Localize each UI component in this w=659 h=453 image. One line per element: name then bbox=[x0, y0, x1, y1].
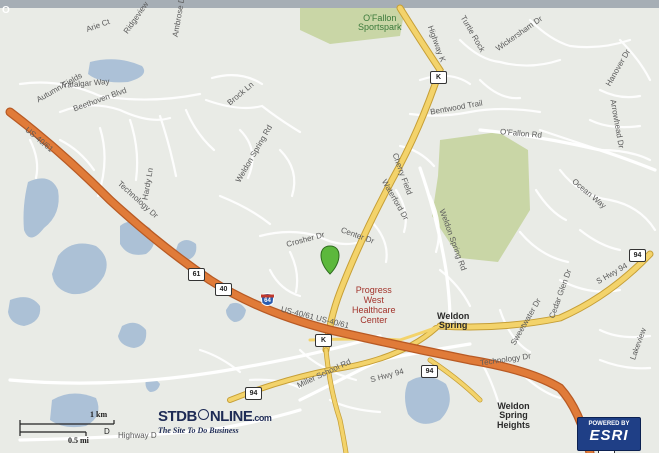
weldon-spring-heights-label-line2: Spring bbox=[499, 410, 528, 421]
route-40-shield: 40 bbox=[215, 283, 232, 296]
weldon-spring-label-line2: Spring bbox=[438, 320, 468, 331]
sportspark-label-line2: Sportspark bbox=[358, 22, 402, 33]
hospital-label-line2: West bbox=[363, 294, 384, 305]
esri-powered-by: POWERED BY bbox=[588, 421, 630, 427]
weldon-spring-heights-label: Weldon Spring Heights bbox=[497, 401, 531, 430]
road-ofallon bbox=[478, 128, 657, 172]
hospital-label-line4: Center bbox=[360, 314, 388, 325]
corner-text: O bbox=[2, 5, 10, 16]
scale-mi-label: 0.5 mi bbox=[68, 436, 89, 445]
road-highway-d bbox=[18, 408, 302, 442]
lake-center-2 bbox=[118, 322, 147, 348]
lake-bottom-left bbox=[50, 393, 99, 428]
location-pin-icon[interactable] bbox=[320, 245, 340, 275]
interstate-64-shield: 64 bbox=[260, 293, 275, 308]
road-oregon-path bbox=[8, 334, 382, 385]
globe-icon bbox=[197, 409, 209, 420]
scale-km-label: 1 km bbox=[90, 410, 108, 419]
us-40-61 bbox=[6, 108, 594, 453]
weldon-spring-label-line1: Weldon bbox=[437, 311, 470, 321]
hospital-label-line1: Progress bbox=[355, 285, 392, 295]
road-weldon-spring bbox=[418, 166, 452, 322]
lake-left-2 bbox=[52, 243, 107, 295]
interstate-64-number: 64 bbox=[264, 298, 271, 304]
road-label-highway-d: Highway D bbox=[118, 431, 157, 440]
stdb-tagline: The Site To Do Business bbox=[158, 426, 239, 435]
top-edge-strip bbox=[0, 0, 659, 8]
s-hwy-94-east bbox=[437, 251, 653, 330]
lake-left-3 bbox=[8, 297, 41, 326]
lake-bottom-center bbox=[405, 376, 450, 424]
interstate bbox=[5, 107, 595, 453]
sportspark-label: O'Fallon Sportspark bbox=[358, 13, 402, 33]
weldon-spring-heights-label-line3: Heights bbox=[497, 419, 531, 430]
route-k-shield-south: K bbox=[315, 334, 332, 347]
sportspark-label-line1: O'Fallon bbox=[363, 13, 397, 23]
scale-bar: 1 km 0.5 mi D bbox=[18, 410, 128, 445]
lake-top-left bbox=[88, 59, 145, 83]
park-sportspark bbox=[300, 8, 405, 44]
stdb-logo-suffix: NLINE bbox=[209, 408, 253, 425]
weldon-spring-label: Weldon Spring bbox=[437, 311, 470, 331]
stdb-logo-main: STDB bbox=[158, 408, 197, 425]
route-94-shield-east: 94 bbox=[629, 249, 646, 262]
park-areas bbox=[300, 8, 530, 262]
lake-center-5 bbox=[145, 378, 160, 392]
scale-bar-graphic bbox=[19, 420, 115, 436]
esri-name: ESRI bbox=[589, 427, 629, 444]
route-61-shield: 61 bbox=[188, 268, 205, 281]
lake-left-1 bbox=[23, 178, 59, 238]
water-bodies bbox=[8, 59, 450, 428]
route-94-shield-mid: 94 bbox=[421, 365, 438, 378]
route-k-shield-north: K bbox=[430, 71, 447, 84]
esri-logo[interactable]: POWERED BY ESRI bbox=[577, 417, 641, 451]
stdb-online-logo[interactable]: STDB NLINE.com The Site To Do Business bbox=[158, 409, 283, 439]
hospital-label[interactable]: Progress West Healthcare Center bbox=[352, 285, 396, 326]
lake-center-4 bbox=[226, 302, 246, 322]
stdb-logo-com: .com bbox=[252, 413, 272, 423]
park-east bbox=[432, 132, 530, 262]
route-94-shield-south: 94 bbox=[245, 387, 262, 400]
weldon-spring-heights-label-line1: Weldon bbox=[497, 401, 530, 411]
scale-d-label: D bbox=[104, 427, 110, 436]
hospital-label-line3: Healthcare bbox=[352, 304, 396, 315]
highway-k bbox=[323, 5, 443, 353]
